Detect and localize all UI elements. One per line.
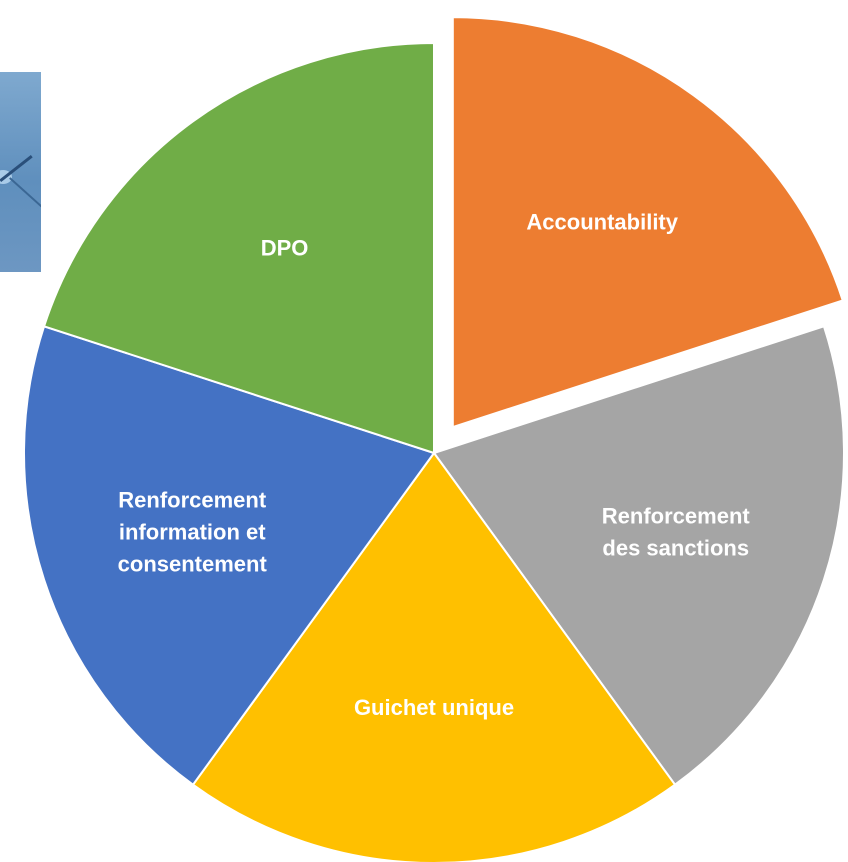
cropped-illustration bbox=[0, 72, 41, 272]
pie-slice-accountability bbox=[451, 16, 845, 429]
pie-slice-renforcement-information-et-consentement bbox=[23, 325, 436, 787]
slice-label-guichet-unique: Guichet unique bbox=[354, 695, 514, 720]
pie-slice-guichet-unique bbox=[191, 451, 677, 862]
slice-label-dpo: DPO bbox=[261, 235, 309, 260]
pie-slice-renforcement-des-sanctions bbox=[432, 325, 845, 787]
slice-label-accountability: Accountability bbox=[526, 209, 678, 234]
pie-slice-dpo bbox=[42, 41, 435, 455]
